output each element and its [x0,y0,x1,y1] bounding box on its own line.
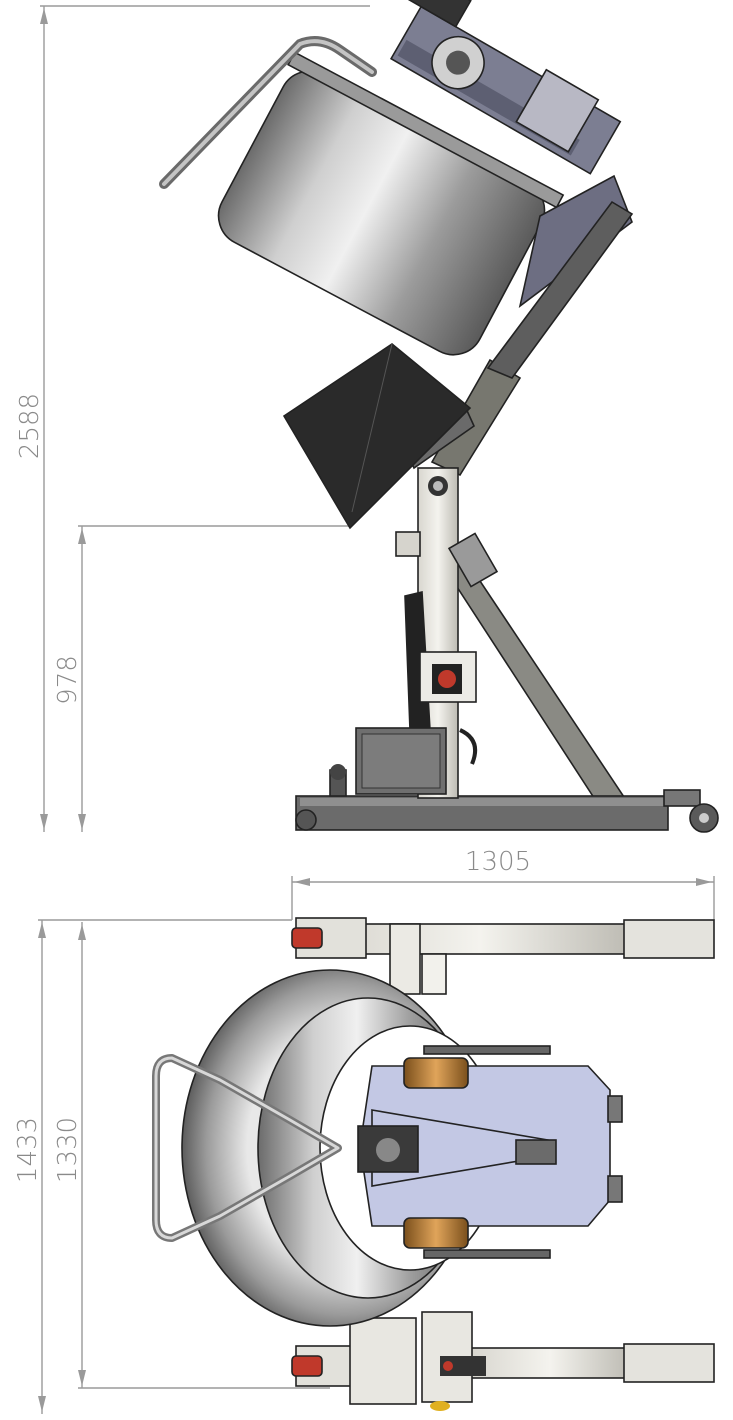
arm-plate [518,174,633,308]
dimension-label-total-height: 2588 [15,393,45,459]
dimension-label-overall-width: 1433 [13,1117,43,1183]
bottom-leg [291,1311,715,1411]
top-leg [291,917,715,995]
dimension-1330: 1330 [53,922,330,1389]
discharge-chute [282,343,472,530]
bronze-roller [403,1217,469,1249]
dimension-label-inner-width: 1330 [53,1117,83,1183]
caster-wheel-icon [291,1355,323,1377]
dimension-label-overall-length: 1305 [465,847,531,877]
emergency-stop-icon [438,670,456,688]
dimension-978: 978 [53,525,350,832]
dimension-2588: 2588 [15,5,370,832]
side-view: 2588 978 [15,0,719,833]
base-frame [295,789,719,833]
dimension-1305: 1305 [291,847,715,920]
dimension-1433: 1433 [13,919,292,1414]
drive-head [389,0,622,175]
side-bowl [217,51,565,356]
bronze-roller [403,1057,469,1089]
caster-wheel-icon [291,927,323,949]
dimension-label-discharge-height: 978 [53,655,83,705]
top-view: 1305 1433 1330 [13,847,715,1414]
